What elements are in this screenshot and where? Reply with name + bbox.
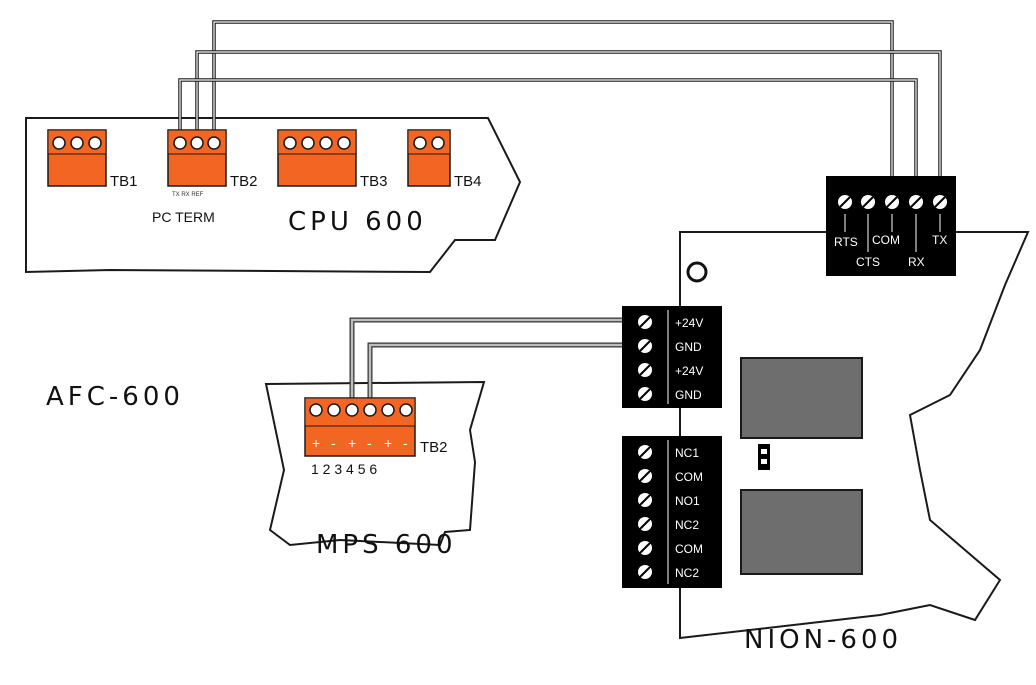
mps-polarity-2: - — [331, 435, 336, 451]
mps-polarity-5: + — [384, 435, 392, 451]
nion-relay-label-1: NC1 — [675, 446, 699, 460]
mps-polarity-1: + — [312, 435, 320, 451]
nion-relay-label-4: NC2 — [675, 518, 699, 532]
mps-polarity-3: + — [348, 435, 356, 451]
cpu-tb4 — [407, 129, 451, 187]
nion-label-rts: RTS — [834, 235, 858, 249]
cpu-tb2 — [167, 129, 227, 187]
cpu-tb3-label: TB3 — [360, 173, 388, 190]
wire-24v-inner — [350, 318, 642, 405]
wire-ref-inner — [179, 79, 917, 210]
cpu-tb1 — [47, 129, 107, 187]
nion-power-label-2: GND — [675, 340, 702, 354]
mps-name-label: MPS 600 — [316, 530, 457, 560]
nion-label-cts: CTS — [856, 255, 880, 269]
nion-label-tx: TX — [932, 233, 947, 247]
mps-tb2-label: TB2 — [420, 439, 448, 456]
nion-power-label-1: +24V — [675, 316, 703, 330]
jumper — [758, 444, 770, 470]
nion-relay-label-3: NO1 — [675, 494, 700, 508]
cpu-tb2-pin-labels: TX RX REF — [172, 192, 204, 198]
mounting-hole — [686, 261, 708, 283]
nion-power-label-3: +24V — [675, 364, 703, 378]
cpu-tb2-label: TB2 — [230, 173, 258, 190]
afc-title: AFC-600 — [46, 382, 184, 412]
wire-gnd-inner — [368, 343, 642, 405]
nion-power-label-4: GND — [675, 388, 702, 402]
relay-2 — [740, 489, 863, 575]
power-wires — [349, 317, 642, 405]
mps-tb2 — [304, 397, 416, 457]
nion-relay-terminal — [622, 436, 722, 588]
cpu-tb4-label: TB4 — [454, 173, 482, 190]
cpu-pc-term-label: PC TERM — [152, 209, 215, 225]
mps-pin-numbers: 1 2 3 4 5 6 — [311, 461, 377, 477]
mps-polarity-4: - — [367, 435, 372, 451]
nion-power-terminal — [622, 306, 722, 408]
cpu-tb3 — [277, 129, 357, 187]
cpu-name-label: CPU 600 — [288, 207, 427, 237]
nion-relay-label-2: COM — [675, 470, 703, 484]
nion-relay-label-5: COM — [675, 542, 703, 556]
nion-serial-terminal — [826, 176, 956, 276]
nion-relay-label-6: NC2 — [675, 566, 699, 580]
serial-wires — [178, 20, 942, 210]
nion-label-com: COM — [872, 233, 900, 247]
wire-rx-inner — [196, 51, 941, 210]
nion-label-rx: RX — [908, 255, 925, 269]
nion-name-label: NION-600 — [744, 625, 902, 655]
cpu-tb1-label: TB1 — [110, 173, 138, 190]
mps-polarity-6: - — [403, 435, 408, 451]
cpu-board-outline — [25, 117, 522, 274]
relay-1 — [740, 357, 863, 439]
